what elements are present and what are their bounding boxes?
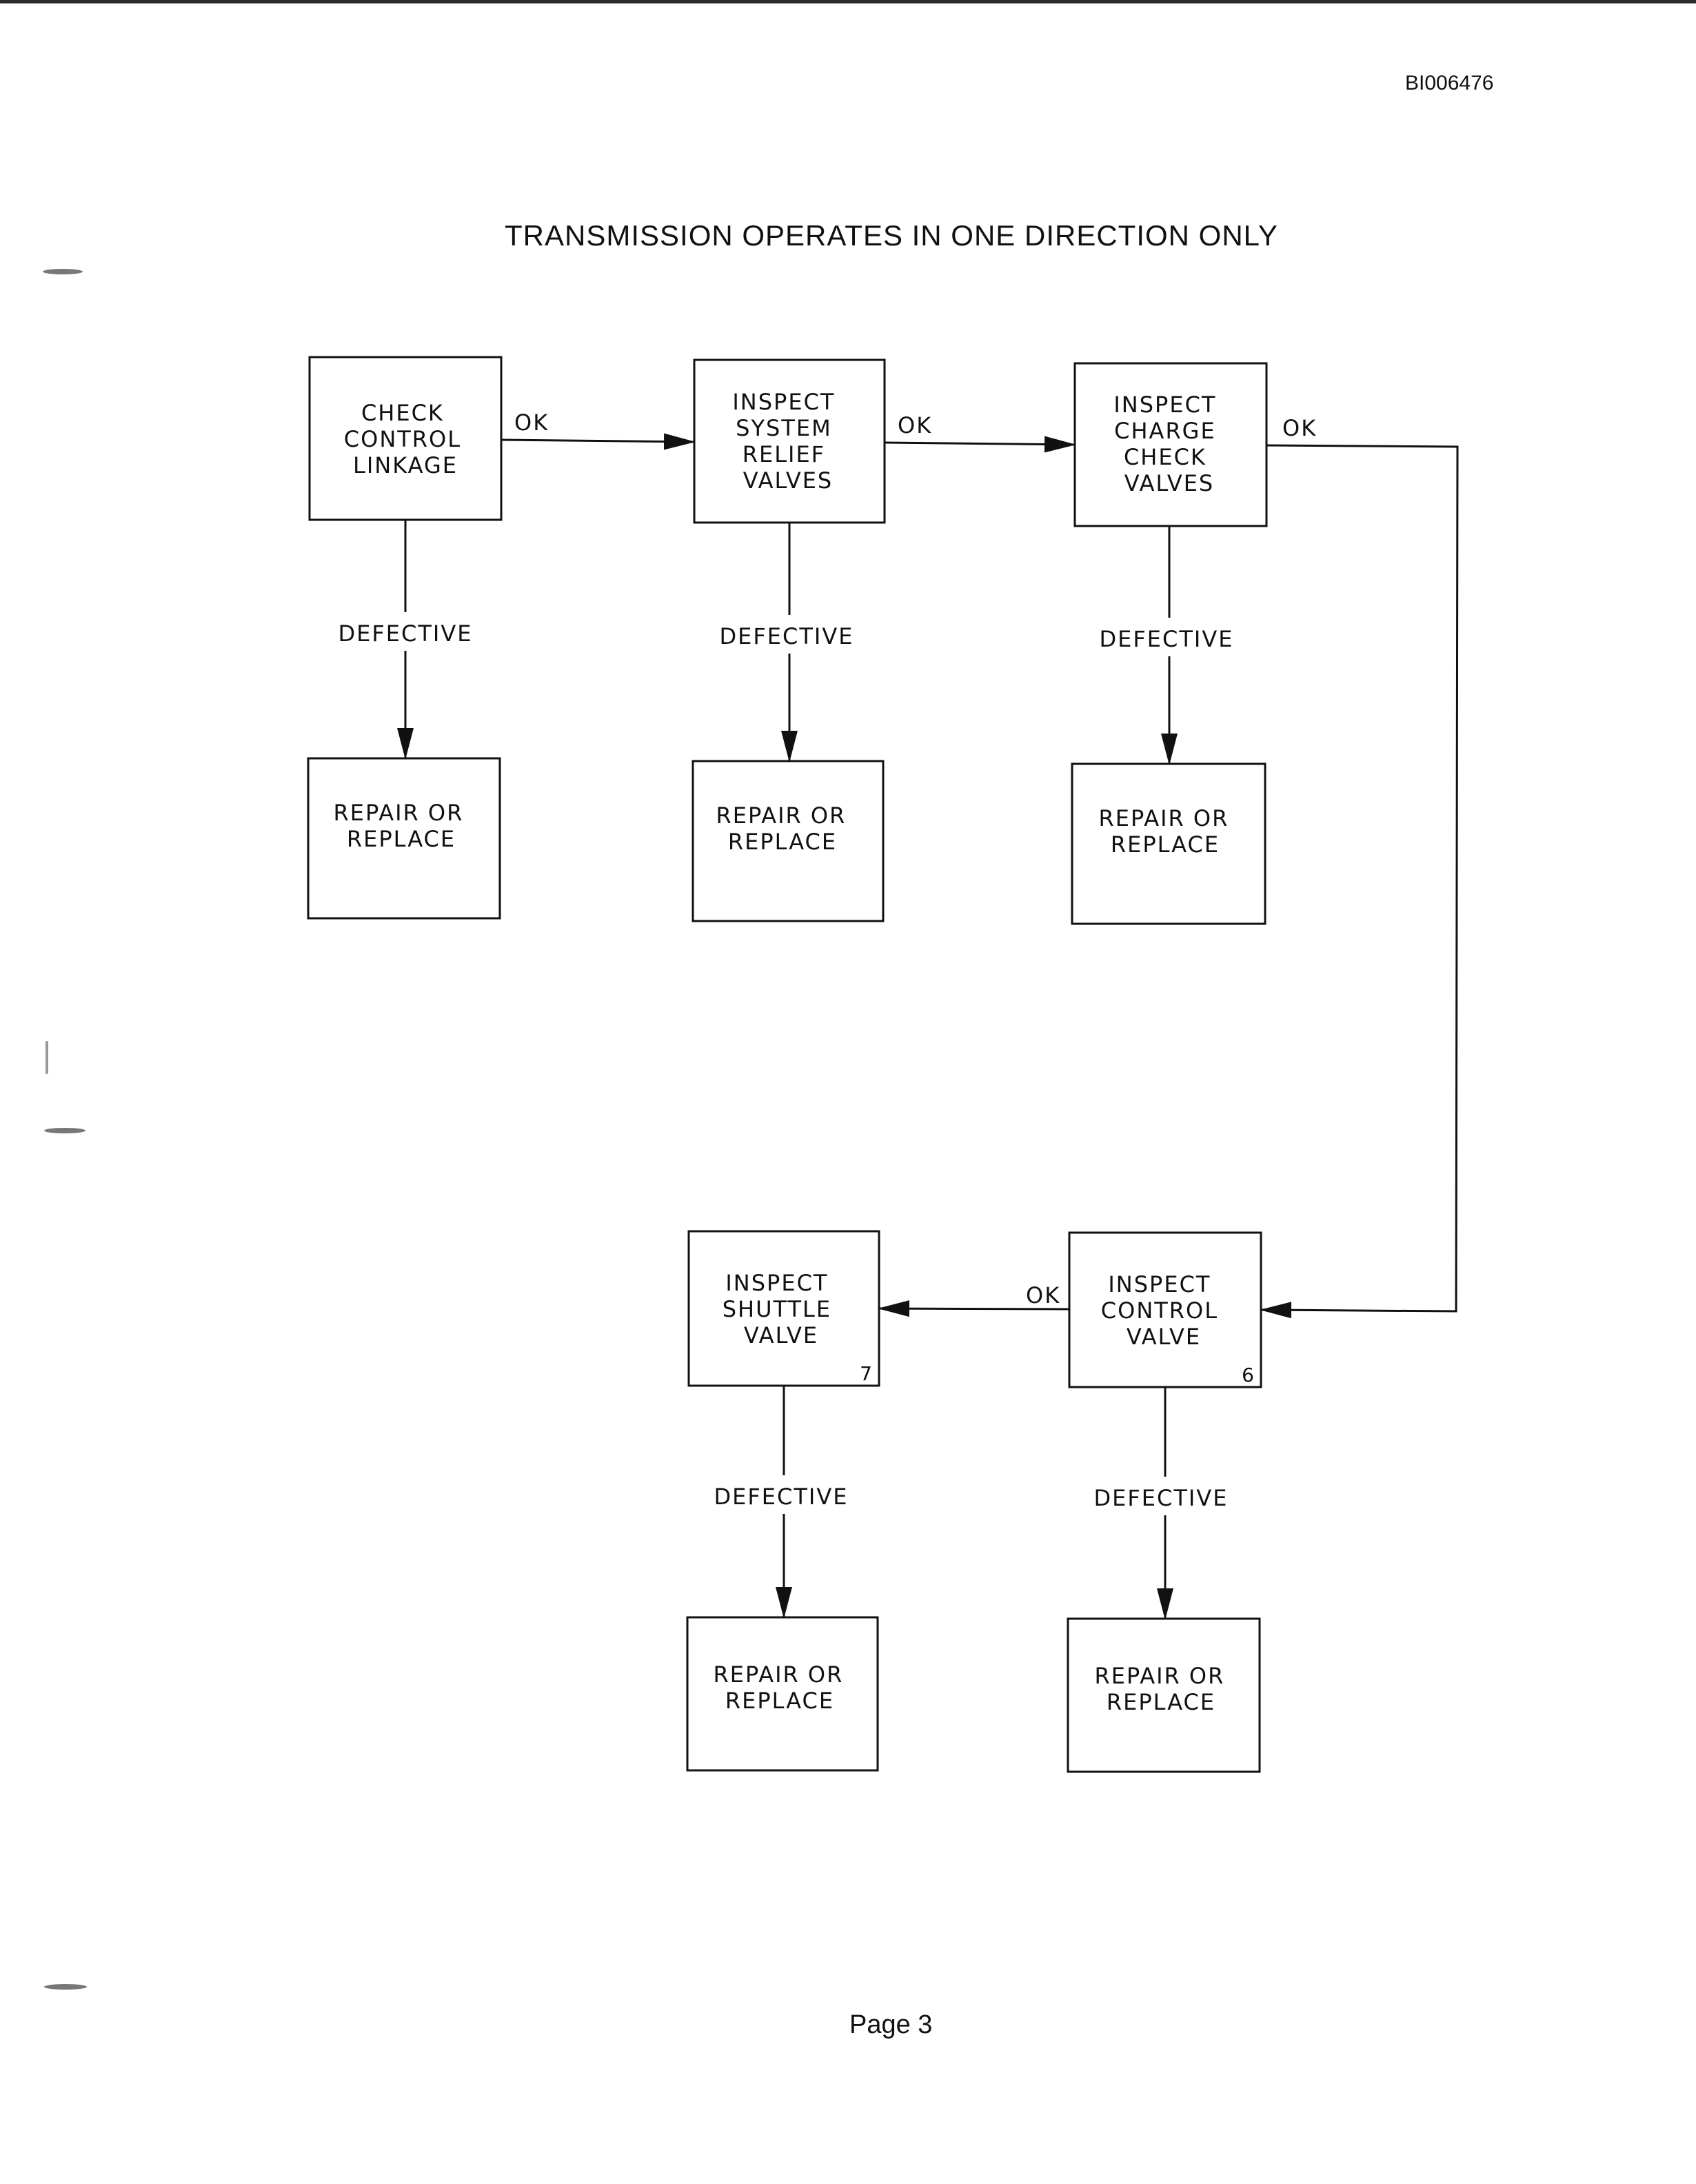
- document-id: BI006476: [1405, 72, 1494, 94]
- defective-label-2: DEFECTIVE: [720, 623, 854, 649]
- step-label-check-control-linkage: CHECK CONTROL LINKAGE: [344, 400, 470, 478]
- scan-mark: [44, 1128, 85, 1133]
- step-label-inspect-system-relief-valves: INSPECT SYSTEM RELIEF VALVES: [732, 389, 843, 494]
- ok-label-2: OK: [898, 412, 932, 438]
- diagram-title: TRANSMISSION OPERATES IN ONE DIRECTION O…: [505, 219, 1278, 252]
- page-number: Page 3: [849, 2010, 933, 2039]
- scan-mark: [43, 269, 83, 274]
- step-label-inspect-control-valve: INSPECT CONTROL VALVE: [1101, 1271, 1226, 1350]
- step-number-6: 6: [1242, 1364, 1254, 1386]
- ok-arrow-1: [501, 433, 696, 450]
- step-label-inspect-shuttle-valve: INSPECT SHUTTLE VALVE: [723, 1270, 840, 1348]
- repair-label-3: REPAIR OR REPLACE: [1098, 805, 1237, 858]
- repair-label-5: REPAIR OR REPLACE: [1094, 1663, 1233, 1715]
- repair-label-2: REPAIR OR REPLACE: [716, 802, 854, 855]
- defective-label-4: DEFECTIVE: [714, 1484, 849, 1510]
- top-scan-edge: [0, 0, 1696, 3]
- defective-label-1: DEFECTIVE: [339, 620, 473, 647]
- defective-label-3: DEFECTIVE: [1100, 626, 1234, 652]
- scan-mark: [46, 1041, 48, 1074]
- repair-label-4: REPAIR OR REPLACE: [713, 1661, 851, 1714]
- ok-arrow-3: [1260, 444, 1459, 1319]
- ok-arrow-4: [878, 1300, 1070, 1317]
- step-number-7: 7: [860, 1362, 872, 1385]
- ok-label-4: OK: [1026, 1282, 1060, 1308]
- repair-label-1: REPAIR OR REPLACE: [333, 800, 472, 852]
- defective-label-5: DEFECTIVE: [1094, 1485, 1229, 1511]
- ok-arrow-2: [884, 436, 1076, 453]
- scan-mark: [44, 1984, 87, 1990]
- step-label-inspect-charge-check-valves: INSPECT CHARGE CHECK VALVES: [1113, 392, 1224, 496]
- ok-label-1: OK: [514, 410, 549, 436]
- ok-label-3: OK: [1282, 415, 1317, 441]
